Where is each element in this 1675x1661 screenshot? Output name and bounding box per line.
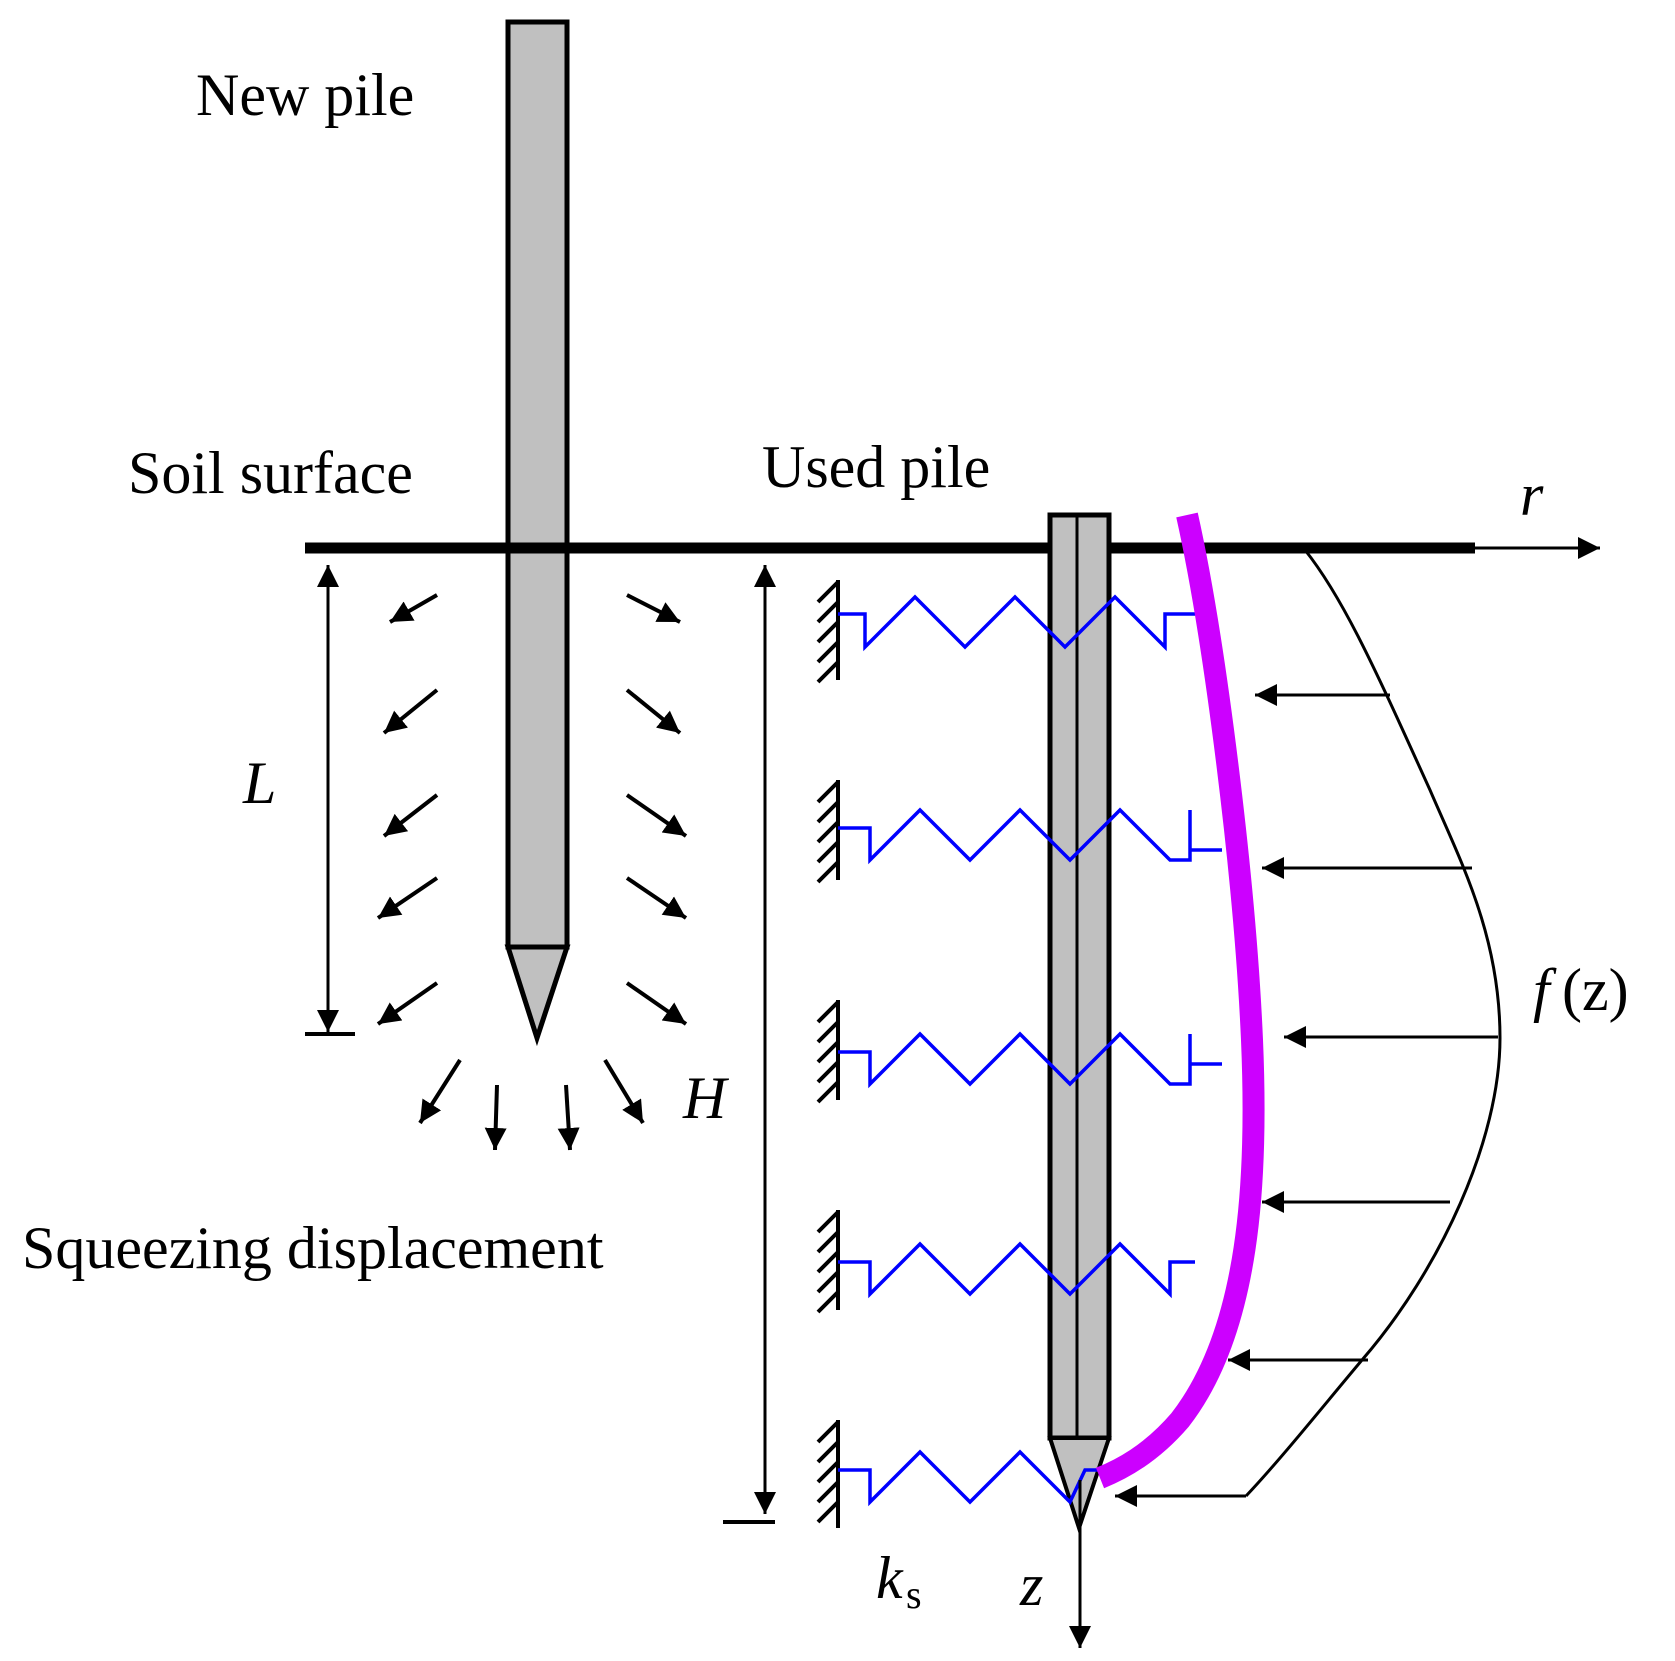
used-pile-label: Used pile [762, 434, 990, 500]
squeezing-arrows [376, 593, 688, 1151]
z-axis-label: z [1019, 1552, 1043, 1618]
f-of-z-label: f (z) [1533, 957, 1629, 1023]
r-axis-label: r [1520, 462, 1544, 528]
spring-stiffness-label: k s [876, 1545, 922, 1617]
L-label: L [242, 750, 276, 816]
load-distribution [1115, 549, 1502, 1507]
k-subscript: s [906, 1572, 922, 1617]
pile-deflection-curve [1095, 512, 1265, 1489]
f-symbol: f [1533, 957, 1557, 1023]
fixed-supports [816, 580, 840, 1528]
H-label: H [682, 1065, 730, 1131]
squeezing-displacement-label: Squeezing displacement [22, 1215, 604, 1281]
used-pile [1047, 512, 1112, 1535]
dimension-H [723, 565, 776, 1524]
soil-springs [838, 594, 1222, 1507]
f-argument: (z) [1562, 957, 1629, 1023]
new-pile-label: New pile [196, 62, 414, 128]
soil-surface-label: Soil surface [128, 440, 413, 506]
new-pile [504, 19, 571, 1047]
dimension-L [305, 565, 355, 1036]
k-symbol: k [876, 1545, 904, 1611]
